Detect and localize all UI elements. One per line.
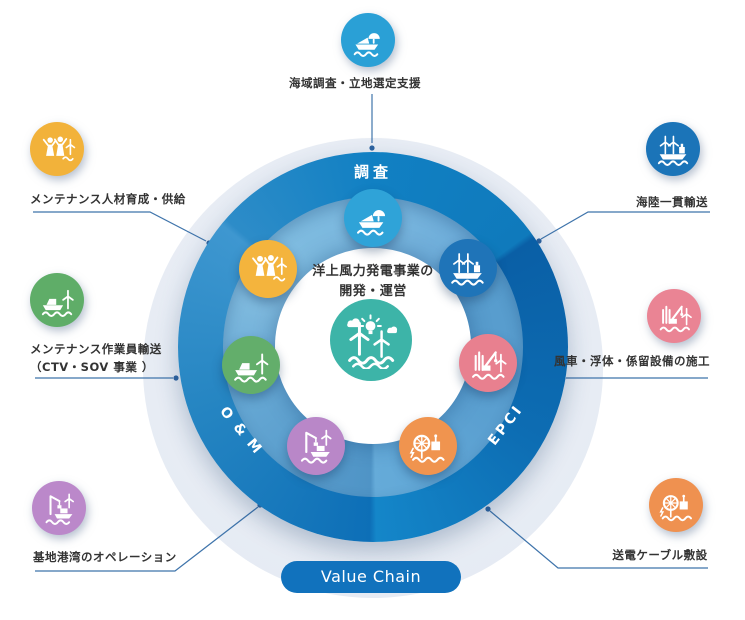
turbine-carrier-ship-icon xyxy=(646,122,700,176)
connector-left-top xyxy=(33,211,207,242)
cable-laying-ship-icon xyxy=(399,417,457,475)
port-crane-icon xyxy=(287,417,345,475)
center-title: 洋上風力発電事業の 開発・運営 xyxy=(276,262,470,302)
label-port-operation: 基地港湾のオペレーション xyxy=(33,550,177,564)
survey-ship-icon xyxy=(344,189,402,247)
crew-transfer-vessel-icon xyxy=(30,273,84,327)
wind-farm-bulb-icon xyxy=(330,299,412,381)
center-title-line1: 洋上風力発電事業の xyxy=(312,264,434,279)
installation-crane-icon xyxy=(647,289,701,343)
turbine-carrier-ship-icon xyxy=(439,239,497,297)
label-maintenance-training: メンテナンス人材育成・供給 xyxy=(30,192,186,206)
label-crew-transfer: メンテナンス作業員輸送 （CTV・SOV 事業 ） xyxy=(30,340,162,376)
label-crew-transfer-line2: （CTV・SOV 事業 ） xyxy=(30,360,154,374)
label-sea-land-transport: 海陸一貫輸送 xyxy=(636,195,708,209)
connector-right-top xyxy=(540,211,710,240)
cable-laying-ship-icon xyxy=(649,478,703,532)
segment-label-survey: 調査 xyxy=(353,163,392,181)
label-construction: 風車・浮体・係留設備の施工 xyxy=(554,354,710,368)
label-cable-laying: 送電ケーブル敷設 xyxy=(612,548,708,562)
installation-crane-icon xyxy=(459,334,517,392)
maintenance-workers-icon xyxy=(239,240,297,298)
center-title-line2: 開発・運営 xyxy=(339,284,407,299)
label-crew-transfer-line1: メンテナンス作業員輸送 xyxy=(30,342,162,356)
value-chain-badge: Value Chain xyxy=(281,561,461,593)
crew-transfer-vessel-icon xyxy=(222,336,280,394)
maintenance-workers-icon xyxy=(30,122,84,176)
survey-ship-icon xyxy=(341,13,395,67)
port-crane-icon xyxy=(32,481,86,535)
label-survey-support: 海域調査・立地選定支援 xyxy=(289,76,421,90)
